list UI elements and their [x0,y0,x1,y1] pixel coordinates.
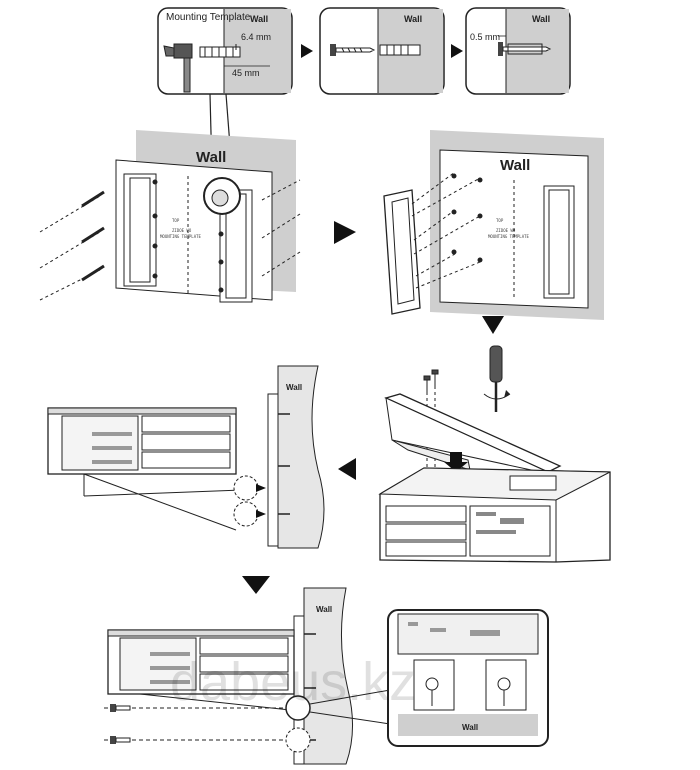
wall-label-2: Wall [404,14,422,24]
template-text-d: MOUNTING TEMPLATE [488,234,530,239]
wall-label-a: Wall [196,149,226,166]
detail-inset: Wall [387,609,549,747]
final-installed-scene: Wall [104,587,391,765]
template-label-line1: Mounting Template [166,12,251,23]
dim-gap-label: 0.5 mm [470,32,500,42]
screw-installed-icon [498,42,552,56]
panel-step-gap: Wall 0.5 mm [465,7,571,95]
screws-left-icon [39,190,105,301]
arrow-right-icon [451,44,463,58]
screw-icon [330,44,376,56]
wall-label-3: Wall [532,14,550,24]
wall-anchor-icon [379,44,421,56]
arrow-right-icon [301,44,313,58]
arrow-down-small-icon [444,452,468,472]
dim-length-label: 45 mm [232,68,260,78]
template-text-c: ZIDOE WO [496,228,516,233]
screws-final-icon [104,704,284,744]
wall-label-1: Wall [250,14,268,24]
arrow-down-icon [242,576,270,594]
arrow-down-icon [482,316,504,334]
template-text-b: MOUNTING TEMPLATE [160,234,202,239]
wall-anchor-icon [199,46,241,58]
wall-label-final: Wall [316,605,332,614]
wall-label-hang: Wall [286,383,302,392]
wall-label-detail: Wall [462,723,478,732]
arrow-right-icon [334,221,356,244]
dim-depth-label: 6.4 mm [241,32,271,42]
screwdriver-icon [483,345,511,412]
template-top-text: TOP [172,218,180,223]
template-top-text-b: TOP [496,218,504,223]
panel-step-anchor: Mounting Template Wall 6.4 mm 45 mm [157,7,293,95]
wall-label-b: Wall [500,157,530,174]
screws-right-icon [261,179,301,277]
watermark: dabeus.kz [170,652,416,712]
panel-step-screw: Wall [319,7,445,95]
bracket-attach-scene: Wall TOP ZIDOE WO MOUNTING TEMPLATE [383,130,604,320]
template-text-a: ZIDOE WO [172,228,192,233]
arrow-left-icon [338,458,356,480]
hang-unit-scene: Wall [47,365,325,549]
mounting-template-scene: Wall TOP ZIDOE WO MOUNTING TEMPLATE [39,130,301,303]
hammer-icon [163,43,193,93]
unit-bracket-scene [378,345,611,563]
